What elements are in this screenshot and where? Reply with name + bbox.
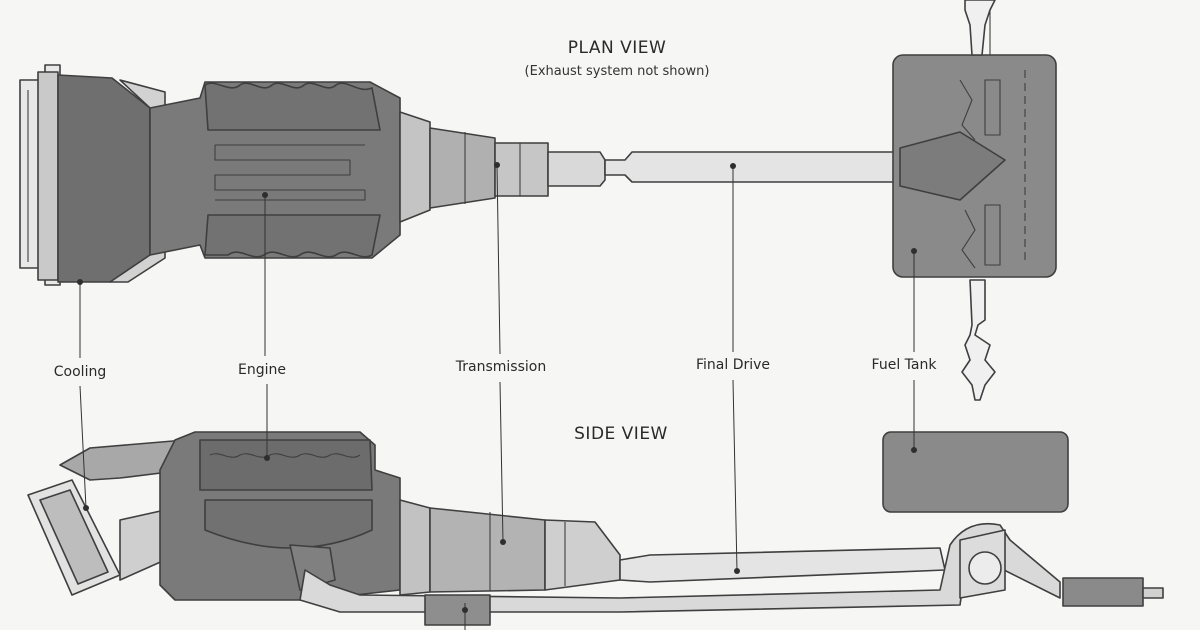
plan-transmission [399, 111, 606, 223]
side-rear-hub [959, 529, 1006, 599]
plan-view-note: (Exhaust system not shown) [524, 64, 710, 79]
side-engine [159, 431, 401, 601]
plan-engine [149, 81, 401, 259]
label-fuel-tank: Fuel Tank [871, 357, 937, 373]
plan-rear-axle-fuel-tank [892, 0, 1057, 401]
plan-cooling-radiator [19, 64, 166, 286]
label-cooling: Cooling [53, 364, 107, 380]
side-propshaft [619, 547, 946, 583]
leader-lines [77, 162, 917, 630]
label-final-drive: Final Drive [695, 357, 771, 373]
side-fuel-tank [882, 431, 1069, 513]
side-cooling-radiator [27, 439, 186, 596]
label-engine: Engine [238, 362, 286, 378]
side-transmission [399, 499, 621, 596]
side-exhaust [299, 523, 1164, 626]
plan-view-title: PLAN VIEW [567, 38, 667, 58]
side-view-title: SIDE VIEW [574, 424, 668, 444]
plan-propshaft [604, 151, 901, 183]
label-transmission: Transmission [455, 359, 547, 375]
